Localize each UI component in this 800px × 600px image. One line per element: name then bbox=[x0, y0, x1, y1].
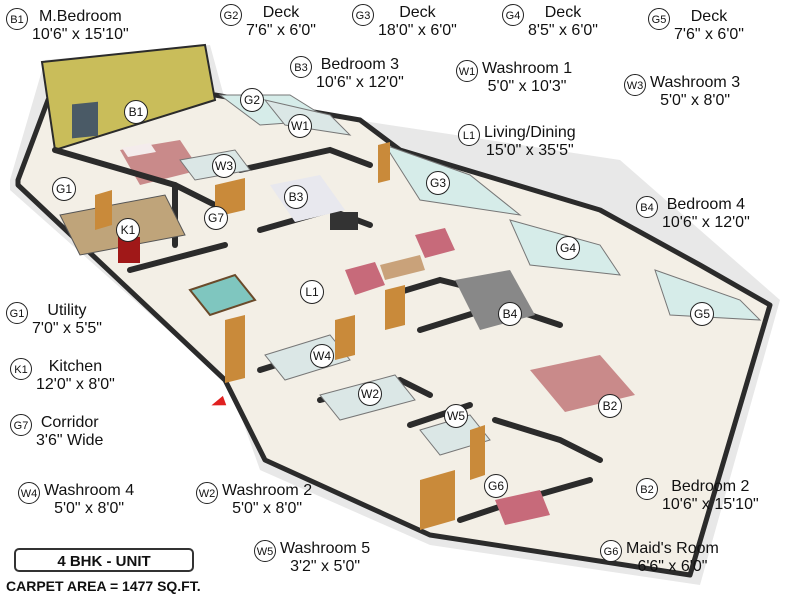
legend-name: Living/Dining bbox=[484, 124, 576, 141]
legend-name: Maid's Room bbox=[626, 540, 719, 557]
legend-tag: G1 bbox=[6, 302, 28, 324]
legend-size: 10'6" x 15'10" bbox=[662, 496, 759, 513]
living-furniture bbox=[330, 212, 455, 295]
legend-name: Washroom 5 bbox=[280, 540, 371, 557]
legend-name: Bedroom 3 bbox=[320, 56, 399, 73]
legend-size: 10'6" x 12'0" bbox=[316, 74, 404, 91]
dining-table bbox=[188, 273, 257, 317]
legend-name: Bedroom 4 bbox=[666, 196, 745, 213]
legend-tag: G4 bbox=[502, 4, 524, 26]
legend-size: 8'5" x 6'0" bbox=[528, 22, 598, 39]
legend-name: Washroom 1 bbox=[482, 60, 573, 77]
unit-type-label: 4 BHK - UNIT bbox=[14, 548, 194, 572]
marker-g6: G6 bbox=[484, 474, 508, 498]
legend-name: Deck bbox=[544, 4, 582, 21]
legend-size: 5'0" x 8'0" bbox=[232, 500, 303, 517]
legend-size: 3'6" Wide bbox=[36, 432, 104, 449]
marker-g1: G1 bbox=[52, 177, 76, 201]
legend-size: 7'6" x 6'0" bbox=[674, 26, 744, 43]
legend-name: Washroom 2 bbox=[222, 482, 313, 499]
legend-size: 5'0" x 8'0" bbox=[660, 92, 731, 109]
marker-l1: L1 bbox=[300, 280, 324, 304]
maid-room-furniture bbox=[495, 490, 550, 525]
carpet-area-label: CARPET AREA = 1477 SQ.FT. bbox=[6, 578, 201, 594]
legend-tag: W2 bbox=[196, 482, 218, 504]
marker-b3: B3 bbox=[284, 185, 308, 209]
legend-name: Deck bbox=[399, 4, 436, 21]
legend-size: 3'2" x 5'0" bbox=[290, 558, 361, 575]
master-bedroom-window bbox=[72, 101, 98, 139]
marker-g4: G4 bbox=[556, 236, 580, 260]
legend-size: 5'0" x 10'3" bbox=[487, 78, 567, 95]
legend-name: Deck bbox=[690, 8, 728, 25]
marker-b1: B1 bbox=[124, 100, 148, 124]
legend-tag: B3 bbox=[290, 56, 312, 78]
legend-name: Washroom 4 bbox=[44, 482, 135, 499]
legend-size: 5'0" x 8'0" bbox=[54, 500, 125, 517]
legend-size: 12'0" x 8'0" bbox=[36, 376, 115, 393]
legend-tag: B2 bbox=[636, 478, 658, 500]
legend-tag: W3 bbox=[624, 74, 646, 96]
legend-size: 10'6" x 15'10" bbox=[32, 26, 129, 43]
marker-w3: W3 bbox=[212, 154, 236, 178]
marker-b4: B4 bbox=[498, 302, 522, 326]
marker-w1: W1 bbox=[288, 114, 312, 138]
wooden-doors bbox=[95, 142, 485, 530]
legend-tag: W4 bbox=[18, 482, 40, 504]
legend-tag: G2 bbox=[220, 4, 242, 26]
legend-tag: K1 bbox=[10, 358, 32, 380]
legend-tag: G5 bbox=[648, 8, 670, 30]
legend-name: Bedroom 2 bbox=[671, 478, 750, 495]
legend-tag: L1 bbox=[458, 124, 480, 146]
legend-name: Kitchen bbox=[48, 358, 103, 375]
legend-size: 10'6" x 12'0" bbox=[662, 214, 750, 231]
legend-size: 7'0" x 5'5" bbox=[32, 320, 102, 337]
marker-w4: W4 bbox=[310, 344, 334, 368]
legend-tag: G6 bbox=[600, 540, 622, 562]
legend-size: 18'0" x 6'0" bbox=[378, 22, 457, 39]
legend-tag: B1 bbox=[6, 8, 28, 30]
marker-g5: G5 bbox=[690, 302, 714, 326]
legend-name: Washroom 3 bbox=[650, 74, 741, 91]
master-bed-pillow bbox=[122, 143, 156, 157]
legend-name: Deck bbox=[262, 4, 300, 21]
legend-name: M.Bedroom bbox=[38, 8, 122, 25]
marker-b2: B2 bbox=[598, 394, 622, 418]
legend-tag: W5 bbox=[254, 540, 276, 562]
marker-g2: G2 bbox=[240, 88, 264, 112]
legend-size: 7'6" x 6'0" bbox=[246, 22, 316, 39]
legend-name: Utility bbox=[47, 302, 87, 319]
legend-name: Corridor bbox=[40, 414, 99, 431]
marker-g7: G7 bbox=[204, 206, 228, 230]
legend-size: 15'0" x 35'5" bbox=[485, 142, 574, 159]
marker-k1: K1 bbox=[116, 218, 140, 242]
marker-w2: W2 bbox=[358, 382, 382, 406]
legend-tag: G3 bbox=[352, 4, 374, 26]
legend-size: 6'6" x 6'0" bbox=[637, 558, 708, 575]
marker-w5: W5 bbox=[444, 404, 468, 428]
refrigerator bbox=[118, 237, 140, 263]
legend-tag: W1 bbox=[456, 60, 478, 82]
legend-tag: G7 bbox=[10, 414, 32, 436]
legend-tag: B4 bbox=[636, 196, 658, 218]
marker-g3: G3 bbox=[426, 171, 450, 195]
